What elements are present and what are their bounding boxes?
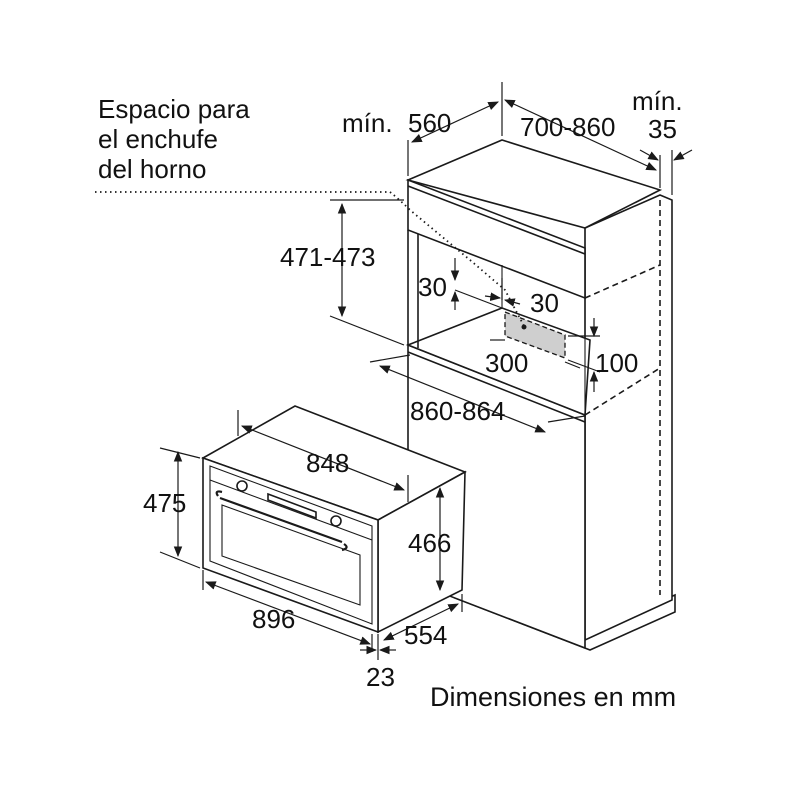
front-thickness-label: 23 (366, 662, 395, 692)
socket-leader-line (95, 191, 525, 327)
dim-oven-848 (237, 410, 409, 502)
dim-socket-30-right (484, 278, 521, 307)
cabinet-height-label: 860-864 (410, 396, 505, 426)
socket-space-label-line3: del horno (98, 154, 206, 184)
oven-front-height-label: 475 (143, 488, 186, 518)
depth-range-label: 700-860 (520, 112, 615, 142)
oven-width-label: 848 (306, 448, 349, 478)
cabinet-side-panel (584, 194, 673, 642)
socket-area (504, 311, 566, 359)
units-note: Dimensiones en mm (430, 682, 676, 712)
dim-socket-30-left (450, 258, 503, 310)
hidden-edge-top (584, 264, 661, 299)
cabinet-top-edge (407, 185, 586, 255)
socket-width-label: 300 (485, 348, 528, 378)
socket-zone (504, 311, 566, 359)
dim-oven-554 (383, 594, 463, 641)
oven-front-inner-frame (209, 465, 373, 625)
socket-space-label-line1: Espacio para (98, 94, 250, 124)
niche-height-label: 471-473 (280, 242, 375, 272)
dim-depth-700-860 (504, 99, 661, 188)
socket-offset-left-label: 30 (418, 272, 447, 302)
door-handle (215, 490, 348, 552)
min-width-prefix: mín. (342, 108, 393, 138)
dim-socket-300 (490, 339, 581, 369)
dim-min-35 (639, 149, 693, 195)
display-panel (267, 492, 317, 520)
dim-oven-475 (159, 447, 201, 569)
dim-niche-height (329, 199, 405, 346)
dim-cabinet-860-864 (369, 354, 586, 433)
oven-body-height-label: 466 (408, 528, 451, 558)
min-gap-value: 35 (648, 114, 677, 144)
dim-min-560 (407, 82, 503, 176)
dim-front-23 (360, 634, 396, 660)
left-knob-icon (236, 480, 248, 492)
hidden-edge-shelf (584, 367, 661, 416)
cabinet-top (405, 139, 663, 229)
socket-height-label: 100 (595, 348, 638, 378)
dim-socket-100 (567, 318, 601, 392)
min-gap-prefix: mín. (632, 86, 683, 116)
right-knob-icon (330, 515, 342, 527)
control-strip-line (209, 479, 373, 541)
oven-depth-label: 554 (404, 620, 447, 650)
min-width-value: 560 (408, 108, 451, 138)
oven-front-width-label: 896 (252, 604, 295, 634)
socket-point-icon (521, 324, 527, 330)
socket-offset-right-label: 30 (530, 288, 559, 318)
socket-space-label-line2: el enchufe (98, 124, 218, 154)
